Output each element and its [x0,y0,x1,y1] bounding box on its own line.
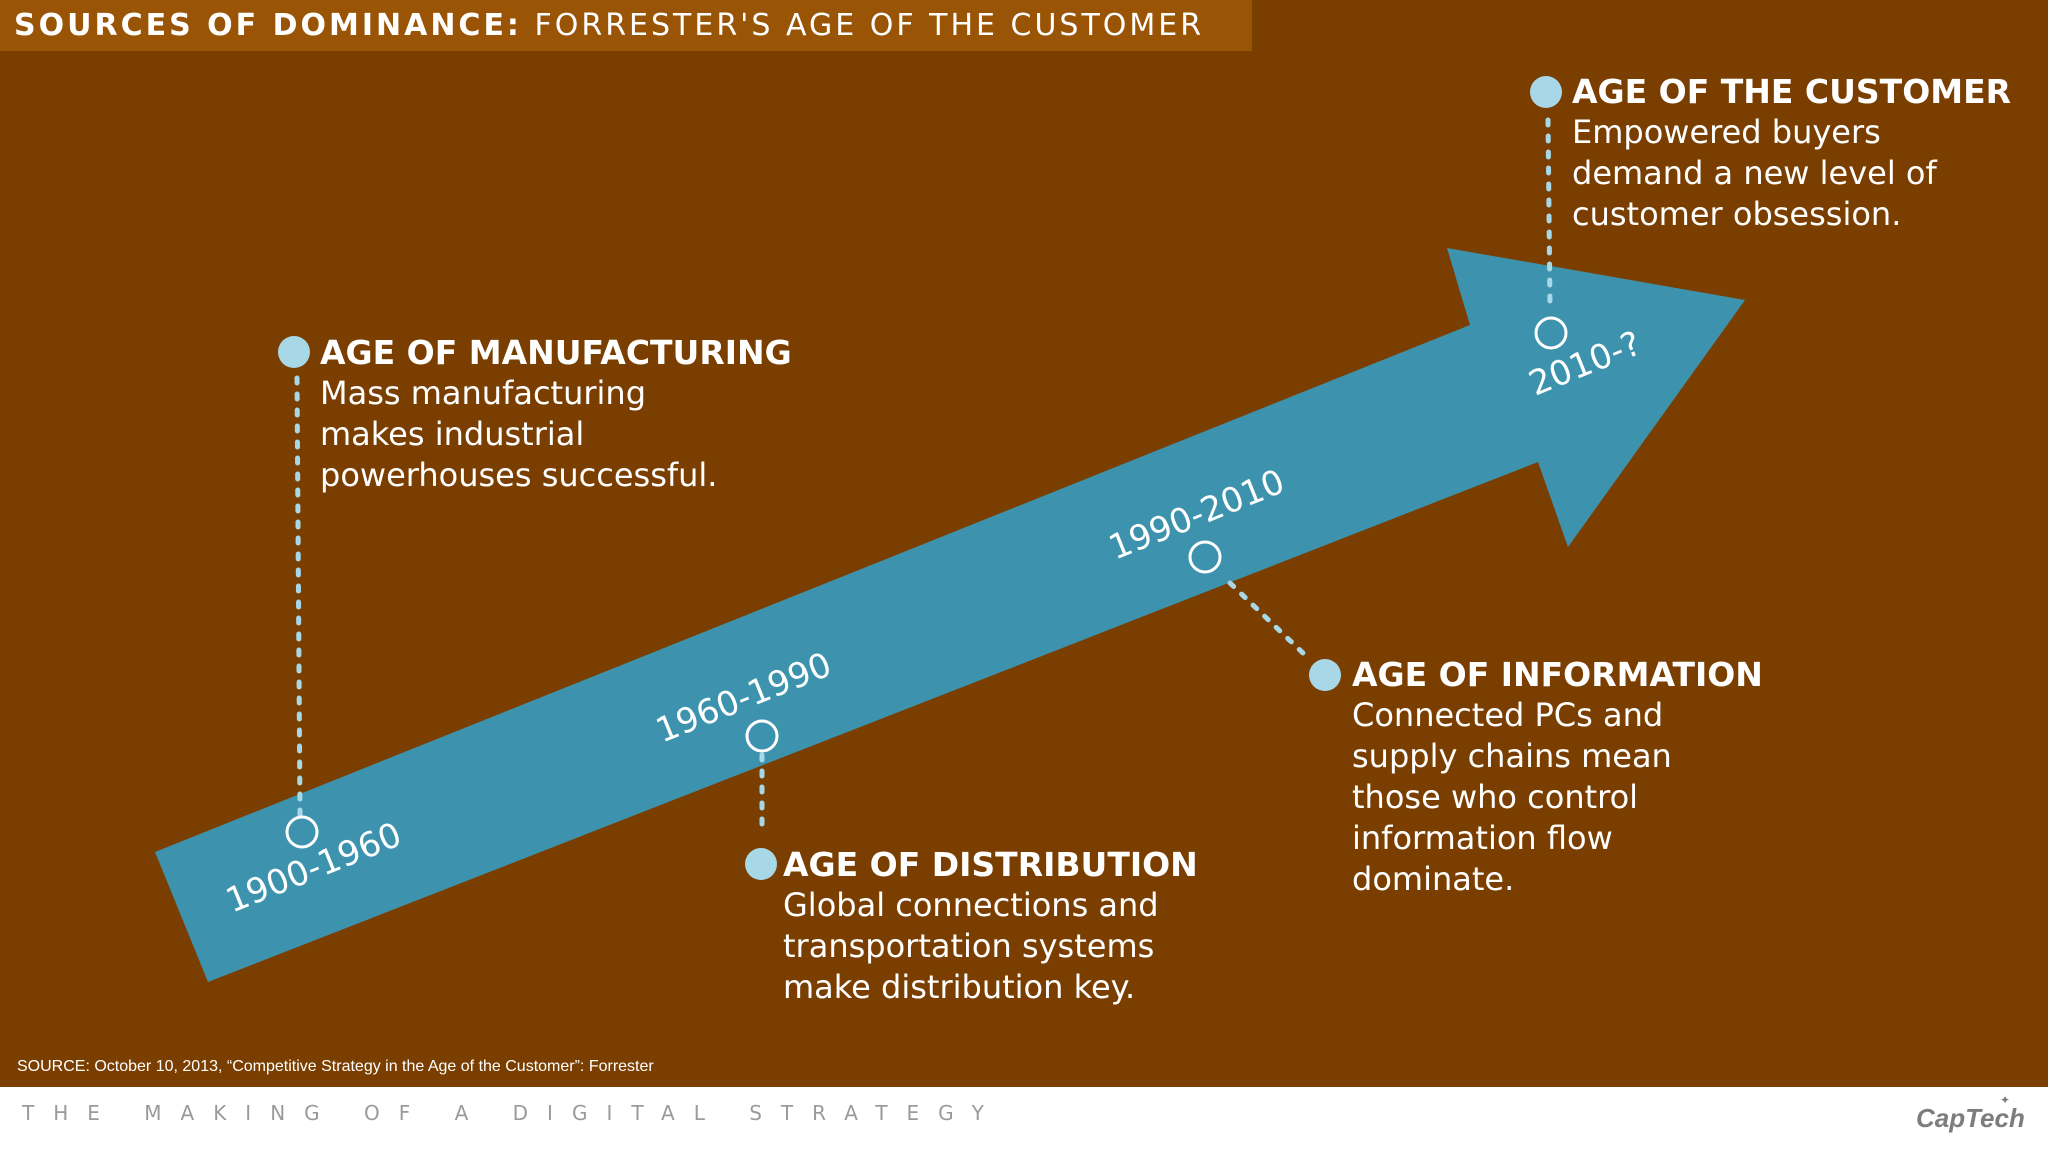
era-title-distribution: AGE OF DISTRIBUTION [783,845,1198,884]
era-title-manufacturing: AGE OF MANUFACTURING [320,333,792,372]
connector-information [1227,580,1308,658]
era-description-information: Connected PCs and supply chains mean tho… [1352,696,1672,898]
source-citation: SOURCE: October 10, 2013, “Competitive S… [17,1058,654,1075]
era-manufacturing: AGE OF MANUFACTURING Mass manufacturing … [320,333,792,496]
timeline-node-2 [745,719,779,753]
connector-manufacturing [294,375,303,818]
title-bold: SOURCES OF DOMINANCE: [14,8,522,43]
timeline-arrow [155,248,1745,982]
era-description-manufacturing: Mass manufacturing makes industrial powe… [320,374,718,494]
era-title-customer: AGE OF THE CUSTOMER [1572,72,2012,111]
logo-star-icon: ✦ [2000,1093,2011,1107]
title-bar: SOURCES OF DOMINANCE: FORRESTER'S AGE OF… [0,0,1252,51]
marker-dot-customer [1530,76,1562,108]
marker-dot-information [1309,659,1341,691]
era-description-distribution: Global connections and transportation sy… [783,886,1159,1006]
era-title-information: AGE OF INFORMATION [1352,655,1763,694]
marker-dot-manufacturing [278,336,310,368]
era-description-customer: Empowered buyers demand a new level of c… [1572,113,1937,233]
timeline-node-4 [1534,316,1568,350]
captech-logo: CapTech [1916,1103,2025,1133]
timeline-diagram: 1900-1960 1960-1990 1990-2010 2010-? [155,76,1745,982]
footer: THE MAKING OF A DIGITAL STRATEGY CapTech… [0,1087,2048,1152]
marker-dot-distribution [745,848,777,880]
era-distribution: AGE OF DISTRIBUTION Global connections a… [783,845,1198,1008]
page-title: SOURCES OF DOMINANCE: FORRESTER'S AGE OF… [14,7,1204,45]
era-information: AGE OF INFORMATION Connected PCs and sup… [1352,655,1763,900]
connector-customer [1545,117,1553,308]
title-light: FORRESTER'S AGE OF THE CUSTOMER [534,8,1205,43]
timeline-node-3 [1188,540,1222,574]
footer-tagline: THE MAKING OF A DIGITAL STRATEGY [22,1101,1003,1125]
timeline-node-1 [285,815,319,849]
era-customer: AGE OF THE CUSTOMER Empowered buyers dem… [1572,72,2011,235]
